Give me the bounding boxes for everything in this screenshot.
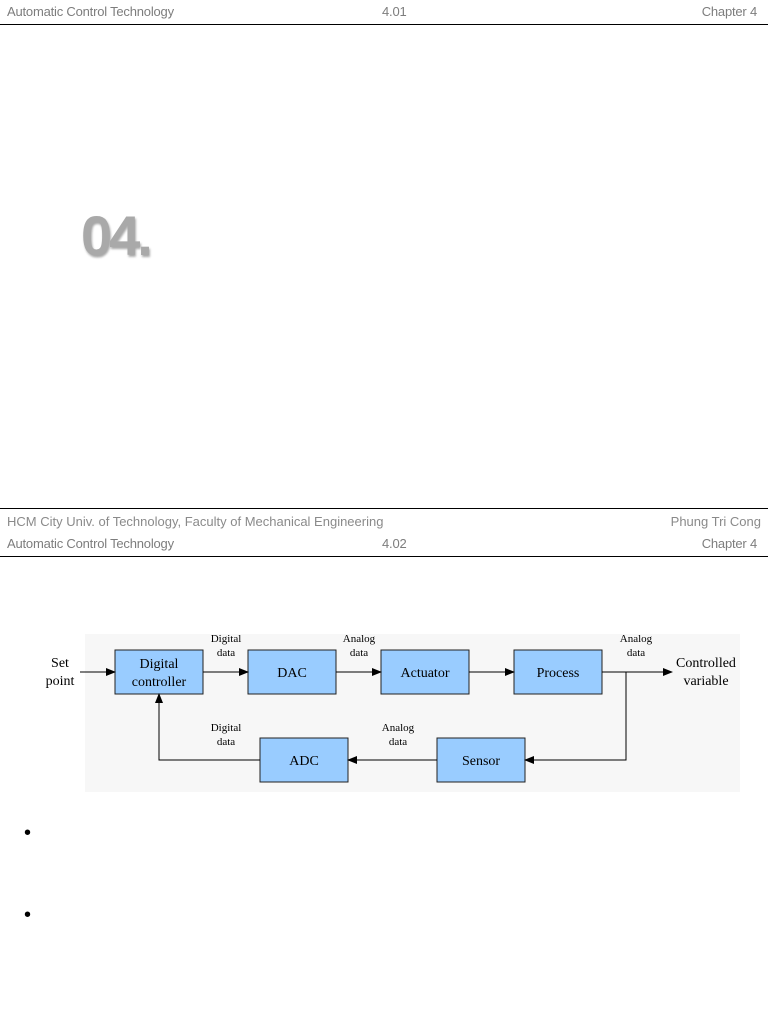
slide-4-01: Automatic Control Technology 4.01 Chapte… <box>0 0 768 533</box>
signal-label: Digital <box>211 722 242 734</box>
chapter-label: Chapter 4 <box>701 4 757 19</box>
slide-number: 4.02 <box>382 536 407 551</box>
set-point-label: point <box>46 674 75 689</box>
block-label: Process <box>537 666 580 681</box>
chapter-label: Chapter 4 <box>701 536 757 551</box>
block-label: DAC <box>277 666 307 681</box>
course-title: Automatic Control Technology <box>7 4 174 19</box>
block-label: Sensor <box>462 754 500 769</box>
bullet-point: • <box>24 822 32 844</box>
slide-header: Automatic Control Technology 4.01 Chapte… <box>0 0 768 25</box>
signal-label: data <box>389 736 407 748</box>
sensor-block: Sensor <box>436 737 526 783</box>
signal-label: Analog <box>343 633 376 645</box>
controlled-variable-label: Controlled <box>676 656 736 671</box>
slide-4-02: Automatic Control Technology 4.02 Chapte… <box>0 532 768 1024</box>
signal-label: Digital <box>211 633 242 645</box>
signal-label: data <box>627 647 645 659</box>
slide-footer: HCM City Univ. of Technology, Faculty of… <box>0 508 768 533</box>
controlled-variable-label: variable <box>683 674 728 689</box>
block-label: controller <box>132 675 187 690</box>
block-label: ADC <box>289 754 319 769</box>
signal-label: data <box>217 736 235 748</box>
signal-label: data <box>217 647 235 659</box>
digital-controller-block: Digital controller <box>114 649 204 695</box>
dac-block: DAC <box>247 649 337 695</box>
block-label: Actuator <box>401 666 450 681</box>
digital-control-loop-diagram: Digital controller DAC Actuator Process … <box>46 633 740 792</box>
process-block: Process <box>513 649 603 695</box>
signal-label: Analog <box>382 722 415 734</box>
adc-block: ADC <box>259 737 349 783</box>
block-label: Digital <box>140 657 179 672</box>
slide-number: 4.01 <box>382 4 407 19</box>
slide-header: Automatic Control Technology 4.02 Chapte… <box>0 532 768 557</box>
author-label: Phung Tri Cong <box>670 514 761 529</box>
bullet-point: • <box>24 904 32 926</box>
institution-label: HCM City Univ. of Technology, Faculty of… <box>7 514 384 529</box>
section-number: 04. <box>81 204 153 267</box>
signal-label: Analog <box>620 633 653 645</box>
course-title: Automatic Control Technology <box>7 536 174 551</box>
signal-arrows <box>80 668 673 764</box>
set-point-label: Set <box>51 656 69 671</box>
signal-label: data <box>350 647 368 659</box>
actuator-block: Actuator <box>380 649 470 695</box>
